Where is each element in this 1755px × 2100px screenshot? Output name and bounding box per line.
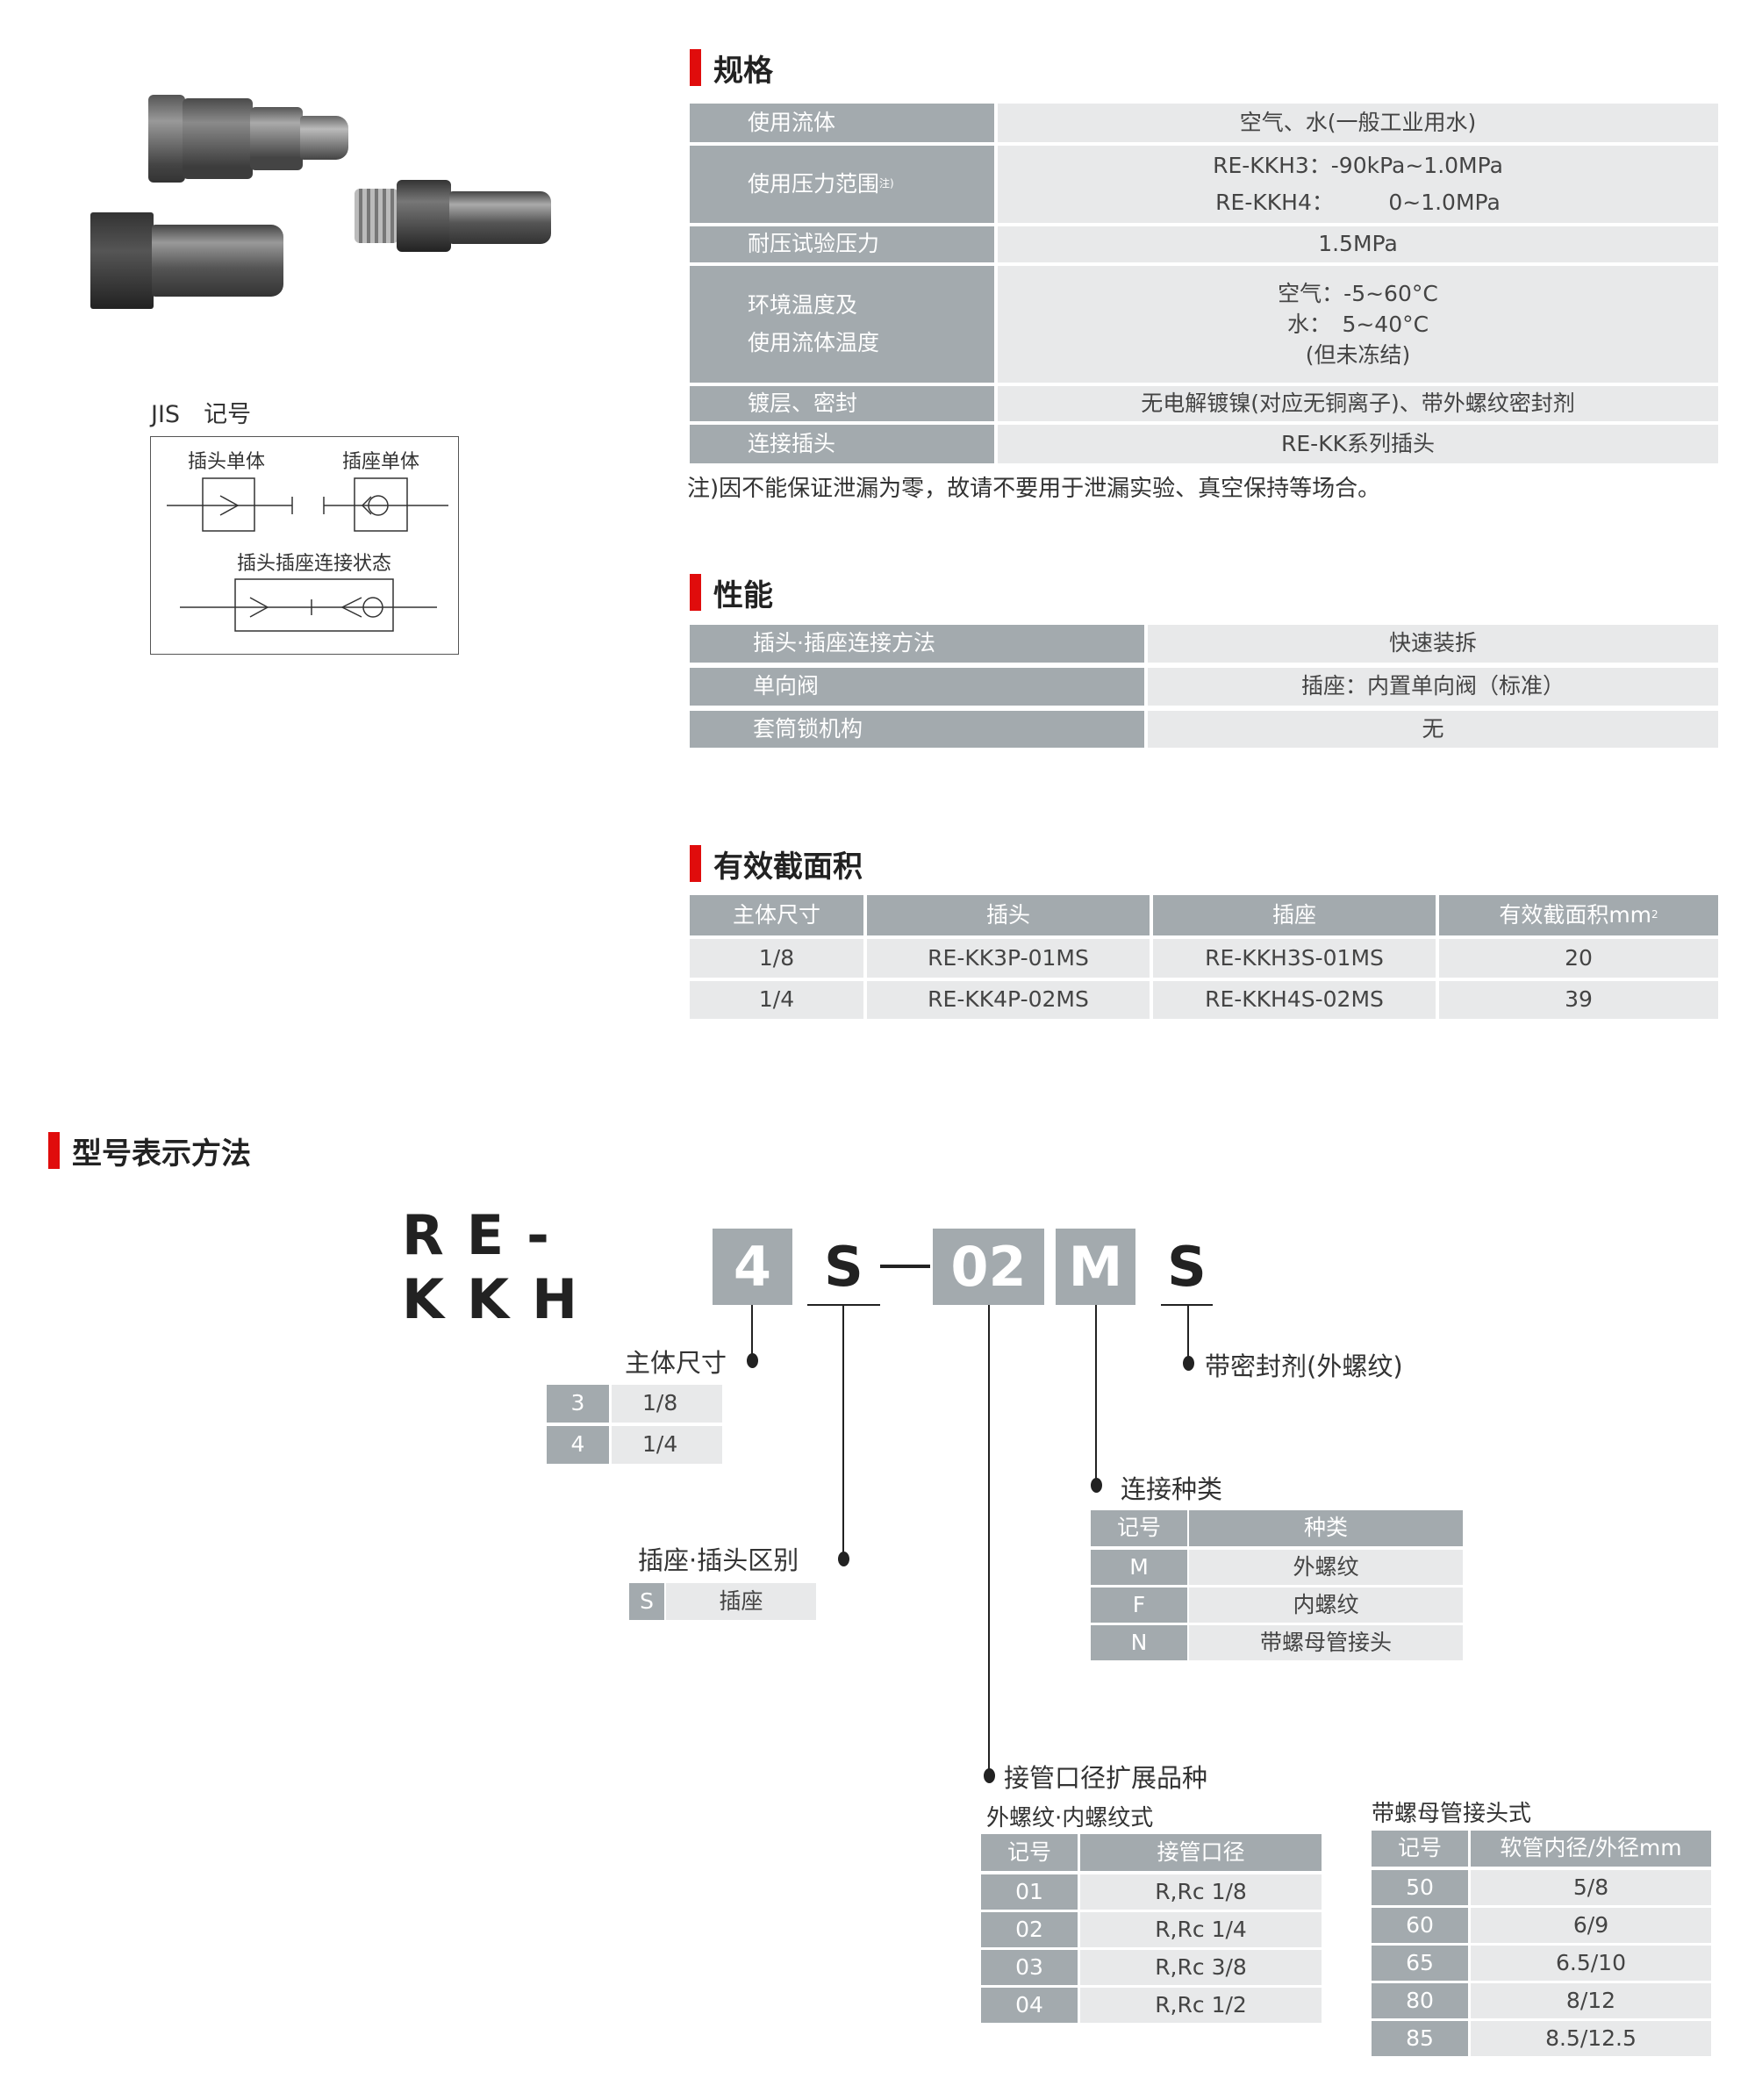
performance-value: 无	[1148, 711, 1718, 748]
type-code: S	[629, 1583, 664, 1620]
model-part-type: S	[824, 1235, 863, 1299]
area-header: 插座	[1153, 895, 1436, 935]
jis-title: JIS 记号	[151, 401, 252, 428]
spec-section-title: 规格	[690, 49, 773, 89]
performance-section-title: 性能	[690, 574, 773, 613]
area-cell: 20	[1439, 939, 1718, 978]
area-cell: RE-KK3P-01MS	[867, 939, 1150, 978]
model-part-port: 02	[933, 1229, 1044, 1305]
table-value: R,Rc 1/8	[1080, 1874, 1322, 1910]
table-code: 01	[981, 1874, 1078, 1910]
table-code: 50	[1372, 1870, 1468, 1905]
spec-label: 镀层、密封	[690, 386, 994, 421]
table-code: 02	[981, 1912, 1078, 1947]
connection-value: 外螺纹	[1189, 1550, 1463, 1585]
connection-value: 内螺纹	[1189, 1588, 1463, 1623]
spec-label: 使用流体	[690, 104, 994, 142]
size-code: 4	[547, 1426, 609, 1464]
connection-header: 种类	[1189, 1510, 1463, 1546]
area-header: 插头	[867, 895, 1150, 935]
area-cell: RE-KK4P-02MS	[867, 981, 1150, 1019]
performance-label: 插头·插座连接方法	[690, 625, 1144, 663]
table-header: 接管口径	[1080, 1834, 1322, 1871]
bullet-icon	[747, 1353, 758, 1368]
size-code: 3	[547, 1385, 609, 1423]
seal-label: 带密封剂(外螺纹)	[1205, 1351, 1403, 1381]
size-value: 1/8	[612, 1385, 722, 1423]
spec-value: 1.5MPa	[998, 226, 1718, 262]
bullet-icon	[984, 1768, 995, 1783]
nut-table-label: 带螺母管接头式	[1372, 1801, 1532, 1827]
model-connector-lines	[751, 1265, 1213, 1774]
area-header: 主体尺寸	[690, 895, 863, 935]
spec-value: 无电解镀镍(对应无铜离子)、带外螺纹密封剂	[998, 386, 1718, 421]
table-code: 85	[1372, 2021, 1468, 2056]
performance-value: 插座：内置单向阀（标准）	[1148, 668, 1718, 706]
table-value: 6/9	[1471, 1908, 1711, 1943]
table-value: R,Rc 1/2	[1080, 1988, 1322, 2023]
table-value: 8/12	[1471, 1983, 1711, 2018]
area-cell: RE-KKH4S-02MS	[1153, 981, 1436, 1019]
connection-value: 带螺母管接头	[1189, 1625, 1463, 1660]
spec-note: 注)因不能保证泄漏为零，故请不要用于泄漏实验、真空保持等场合。	[687, 476, 1381, 502]
performance-value: 快速装拆	[1148, 625, 1718, 663]
table-value: 6.5/10	[1471, 1946, 1711, 1981]
bullet-icon	[838, 1552, 849, 1566]
connection-code: M	[1091, 1550, 1187, 1585]
table-header: 记号	[1372, 1831, 1468, 1867]
area-cell: RE-KKH3S-01MS	[1153, 939, 1436, 978]
bullet-icon	[1091, 1478, 1102, 1493]
table-code: 65	[1372, 1946, 1468, 1981]
table-header: 记号	[981, 1834, 1078, 1871]
area-section-title: 有效截面积	[690, 845, 863, 885]
model-section-title: 型号表示方法	[48, 1132, 251, 1172]
table-code: 04	[981, 1988, 1078, 2023]
connection-code: N	[1091, 1625, 1187, 1660]
model-prefix: RE-KKH	[402, 1202, 600, 1331]
table-code: 60	[1372, 1908, 1468, 1943]
thread-table-label: 外螺纹·内螺纹式	[986, 1805, 1154, 1831]
spec-label: 连接插头	[690, 425, 994, 463]
connection-header: 记号	[1091, 1510, 1187, 1546]
area-cell: 39	[1439, 981, 1718, 1019]
connection-label: 连接种类	[1121, 1474, 1223, 1504]
table-value: R,Rc 1/4	[1080, 1912, 1322, 1947]
spec-value: RE-KK系列插头	[998, 425, 1718, 463]
size-label: 主体尺寸	[625, 1348, 727, 1378]
table-value: 8.5/12.5	[1471, 2021, 1711, 2056]
table-code: 80	[1372, 1983, 1468, 2018]
model-part-size: 4	[713, 1229, 792, 1305]
table-value: 5/8	[1471, 1870, 1711, 1905]
spec-value: 空气、水(一般工业用水)	[998, 104, 1718, 142]
spec-label: 耐压试验压力	[690, 226, 994, 262]
jis-connected-label: 插头插座连接状态	[237, 553, 392, 575]
spec-label: 使用压力范围注)	[690, 146, 994, 223]
port-label: 接管口径扩展品种	[1004, 1763, 1208, 1793]
size-value: 1/4	[612, 1426, 722, 1464]
spec-label: 环境温度及使用流体温度	[690, 266, 994, 383]
model-part-connection: M	[1056, 1229, 1135, 1305]
table-value: R,Rc 3/8	[1080, 1950, 1322, 1985]
connection-code: F	[1091, 1588, 1187, 1623]
type-value: 插座	[666, 1583, 816, 1620]
jis-plug-single-label: 插头单体	[188, 451, 266, 473]
table-header: 软管内径/外径mm	[1471, 1831, 1711, 1867]
table-code: 03	[981, 1950, 1078, 1985]
type-label: 插座·插头区别	[638, 1545, 799, 1575]
jis-symbol-box	[150, 436, 459, 655]
model-part-seal: S	[1167, 1235, 1207, 1299]
jis-socket-single-label: 插座单体	[342, 451, 420, 473]
area-cell: 1/4	[690, 981, 863, 1019]
performance-label: 单向阀	[690, 668, 1144, 706]
bullet-icon	[1183, 1356, 1194, 1371]
performance-label: 套筒锁机构	[690, 711, 1144, 748]
area-cell: 1/8	[690, 939, 863, 978]
